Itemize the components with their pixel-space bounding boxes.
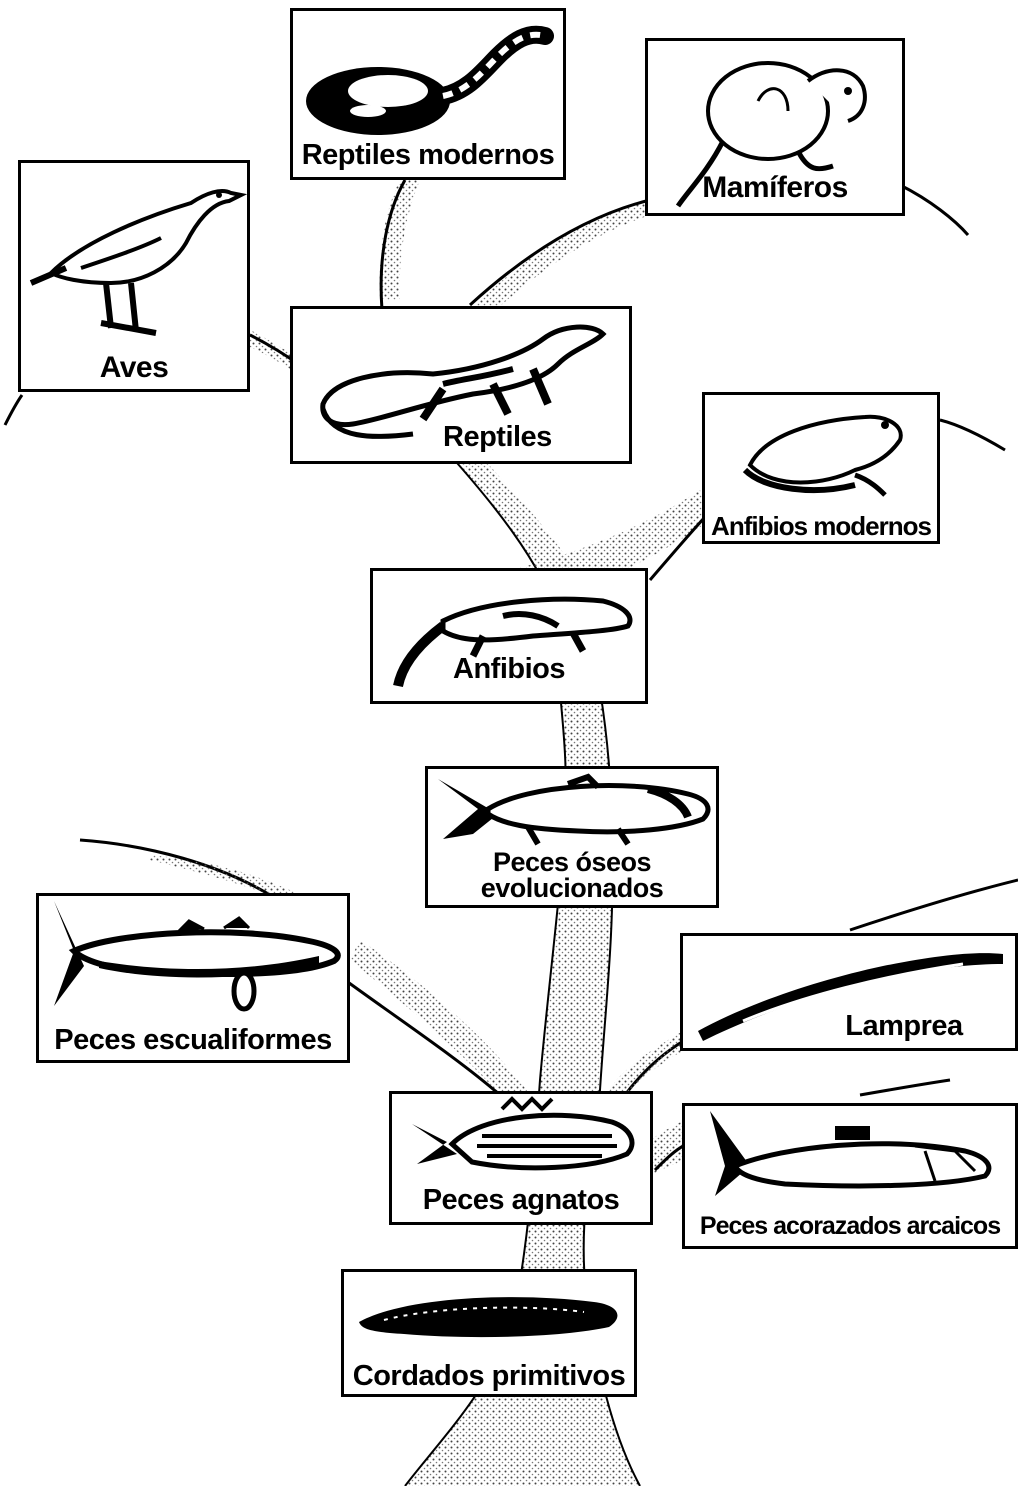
frog-icon: [742, 414, 903, 497]
node-anfibios-modernos: Anfibios modernos: [702, 392, 940, 544]
bony-fish-icon: [438, 773, 711, 846]
node-label-line-2: evolucionados: [480, 873, 664, 903]
node-label: Reptiles: [443, 421, 552, 453]
shark-icon: [54, 901, 341, 1012]
node-label: Cordados primitivos: [352, 1360, 626, 1392]
node-reptiles: Reptiles: [290, 306, 632, 464]
node-label: Peces agnatos: [422, 1184, 620, 1216]
node-label: Aves: [99, 351, 169, 384]
node-peces-escualiformes: Peces escualiformes: [36, 893, 350, 1063]
lizard-icon: [320, 324, 607, 439]
bird-icon: [29, 189, 247, 336]
lamprey-icon: [698, 953, 1003, 1041]
node-peces-acorazados: Peces acorazados arcaicos: [682, 1103, 1018, 1249]
chordate-icon: [359, 1297, 618, 1338]
node-peces-oseos: Peces óseos evolucionados: [425, 766, 719, 908]
node-label-line-1: Peces óseos: [492, 847, 652, 877]
node-label: Peces acorazados arcaicos: [699, 1212, 1001, 1240]
branch-escualiformes: [350, 940, 530, 1095]
node-anfibios: Anfibios: [370, 568, 648, 704]
mammal-icon: [675, 61, 867, 208]
node-label: Peces escualiformes: [54, 1024, 332, 1056]
node-lamprea: Lamprea: [680, 933, 1018, 1051]
branch-lamprea: [605, 1030, 685, 1100]
snake-icon: [306, 25, 554, 135]
node-aves: Aves: [18, 160, 250, 392]
node-reptiles-modernos: Reptiles modernos: [290, 8, 566, 180]
node-label: Anfibios: [453, 653, 566, 685]
salamander-icon: [393, 596, 633, 688]
node-label: Anfibios modernos: [711, 511, 932, 541]
jawless-fish-icon: [412, 1096, 635, 1171]
node-cordados-primitivos: Cordados primitivos: [341, 1269, 637, 1397]
branch-acorazados: [650, 1120, 685, 1175]
node-label: Reptiles modernos: [301, 139, 555, 171]
armored-fish-icon: [710, 1111, 992, 1196]
node-mamiferos: Mamíferos: [645, 38, 905, 216]
node-label: Lamprea: [845, 1010, 963, 1042]
branch-mamiferos: [470, 200, 650, 315]
node-peces-agnatos: Peces agnatos: [389, 1091, 653, 1225]
node-label: Mamíferos: [702, 171, 848, 204]
branch-reptiles-modernos: [379, 180, 420, 300]
